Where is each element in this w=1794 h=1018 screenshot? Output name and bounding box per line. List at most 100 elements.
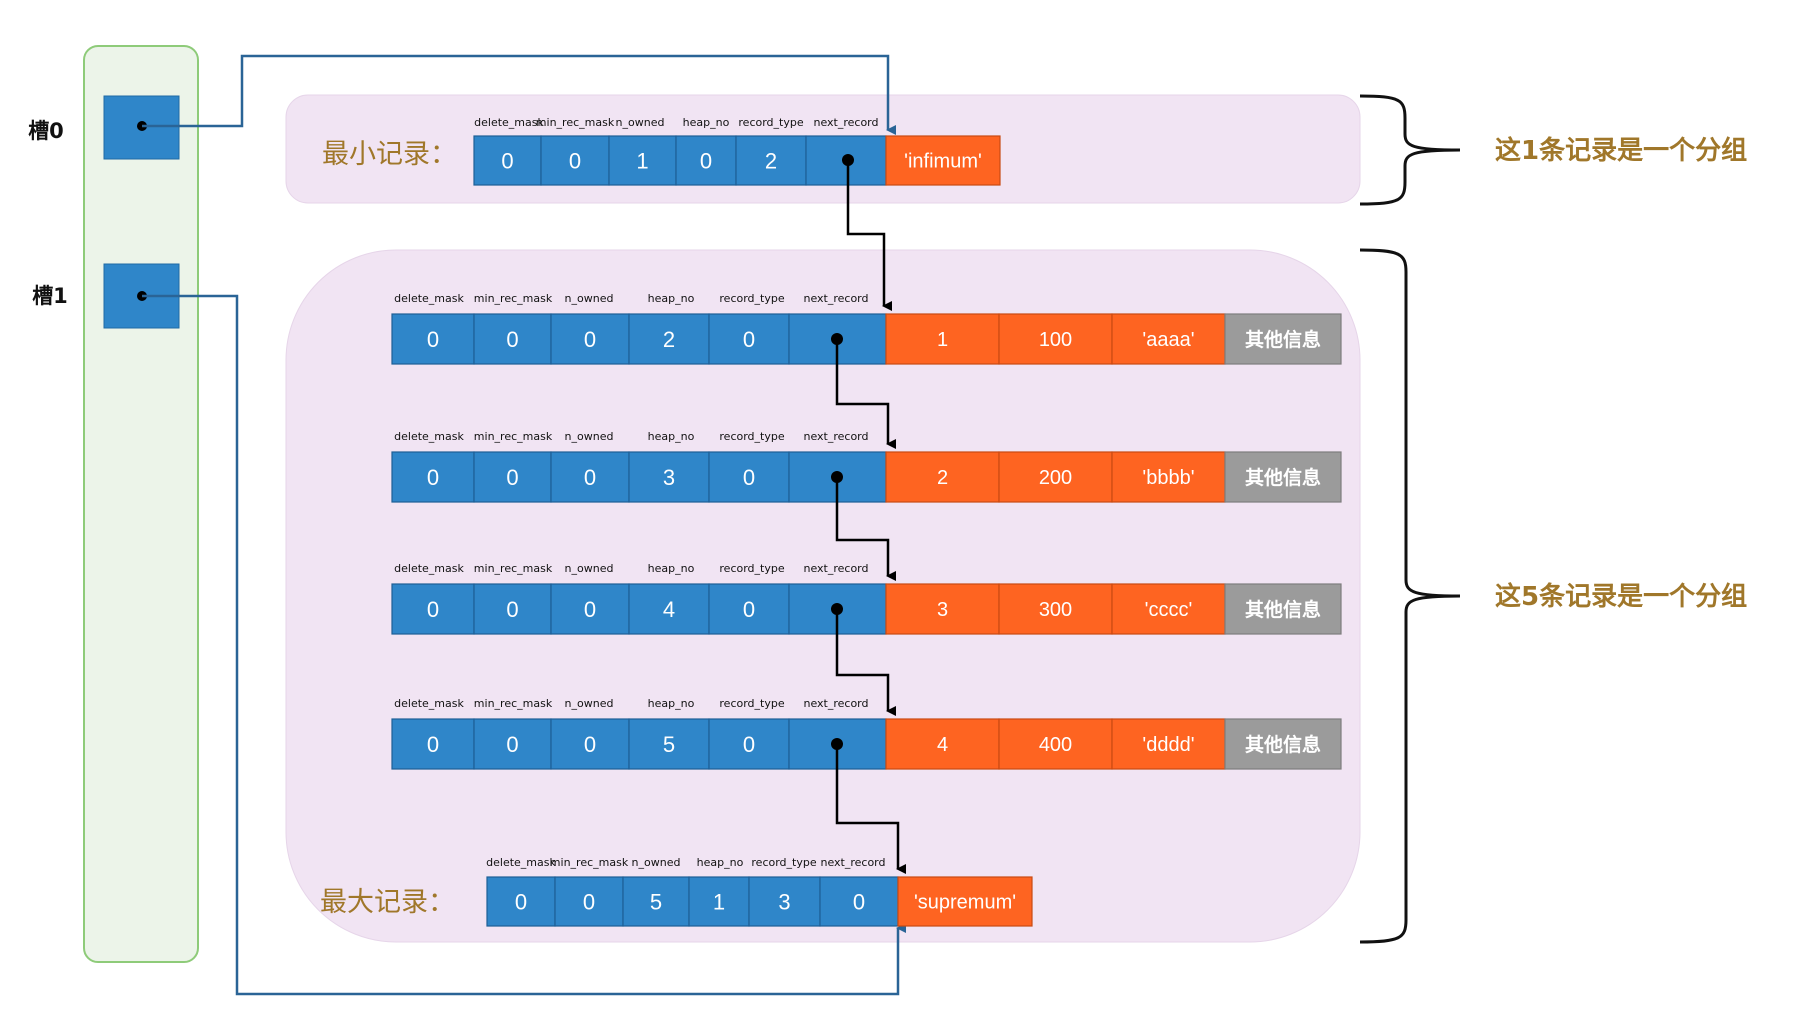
user-record-1-value: 0 [427,327,439,352]
user-record-2-header-delete-mask: delete_mask [394,430,464,443]
max-record-cell [748,876,821,927]
user-record-3-field-record-type: 0 [708,583,790,635]
user-record-1-header-heap-no: heap_no [648,292,695,305]
user-record-1-field-n-owned: 0 [550,313,630,365]
user-record-2-header-heap-no: heap_no [648,430,695,443]
user-record-4-header-delete-mask: delete_mask [394,697,464,710]
user-record-3-data-value: 3 [937,599,948,621]
max-record-field-min-rec-mask: 0 [554,876,624,927]
user-record-3-value: 0 [584,597,596,622]
user-record-1-cell [391,313,475,365]
user-record-4-header-next-record: next_record [803,697,868,710]
user-record-2-header-record-type: record_type [719,430,784,443]
slot-0-label: 槽0 [28,119,64,143]
min-record-cell [805,135,887,186]
user-record-3-data-value: 300 [1039,599,1072,621]
min-record-field-n-owned: 1 [608,135,677,186]
max-record-field-delete-mask: 0 [486,876,556,927]
user-record-3-header-next-record: next_record [803,562,868,575]
user-record-2-data-value: 2 [937,467,948,489]
user-record-1-cell [473,313,552,365]
max-record-data-cell [897,876,1033,927]
max-record-value: 3 [778,890,790,915]
user-record-4-value: 0 [743,732,755,757]
user-record-3-data-value: 'cccc' [1145,599,1193,621]
group-2-brace-label: 这5条记录是一个分组 [1495,581,1747,612]
max-record-value: 0 [853,890,865,915]
user-record-2-data-cell [998,451,1113,503]
max-record-cell [486,876,556,927]
min-record-field-min-rec-mask: 0 [540,135,610,186]
max-record-cell [622,876,690,927]
user-record-3-field-min-rec-mask: 0 [473,583,552,635]
next-record-chain [835,160,906,874]
user-record-4-field-record-type: 0 [708,718,790,770]
user-record-3-cell [391,583,475,635]
user-record-1-header-next-record: next_record [803,292,868,305]
user-record-4-value: 0 [506,732,518,757]
user-record-1-field-record-type: 0 [708,313,790,365]
min-record-value: 0 [569,149,581,174]
user-record-1-data-value: 'aaaa' [1142,329,1194,351]
slot-1-label: 槽1 [32,284,68,308]
user-record-4-cell [628,718,710,770]
min-record-label: 最小记录： [322,139,457,170]
user-record-2-header-next-record: next_record [803,430,868,443]
user-record-1-field-min-rec-mask: 0 [473,313,552,365]
user-record-3-data-cell [885,583,1000,635]
min-record-value: 2 [765,149,777,174]
user-record-2-value: 0 [506,465,518,490]
user-record-4-header-n-owned: n_owned [565,697,614,710]
user-record-3-header-n-owned: n_owned [565,562,614,575]
user-record-2-field-heap-no: 3 [628,451,710,503]
max-record-header-n-owned: n_owned [632,856,681,869]
max-record-header-heap-no: heap_no [697,856,744,869]
max-record-value: 0 [515,890,527,915]
max-record-field-record-type: 3 [748,876,821,927]
max-record-value: 5 [650,890,662,915]
min-record-cell [735,135,807,186]
user-record-4-data-value: 'dddd' [1142,734,1194,756]
max-record-header-record-type: record_type [751,856,816,869]
min-record-data-value: 'infimum' [904,151,982,173]
min-record-field-record-type: 2 [735,135,807,186]
slot-0-box[interactable] [103,95,180,160]
user-record-1-value: 0 [743,327,755,352]
user-record-4-extra-label: 其他信息 [1245,733,1321,756]
user-record-3-cell [473,583,552,635]
user-record-1-data-value: 1 [937,329,948,351]
user-record-2-data-value: 'bbbb' [1142,467,1194,489]
user-record-3-value: 0 [506,597,518,622]
user-record-4-cell [473,718,552,770]
user-record-4-cell [550,718,630,770]
user-record-4-value: 0 [584,732,596,757]
min-record-value: 0 [700,149,712,174]
user-record-1-value: 2 [663,327,675,352]
user-record-1-value: 0 [506,327,518,352]
max-record-data-value: 'supremum' [914,892,1016,914]
max-record-field-n-owned: 5 [622,876,690,927]
user-record-4-field-heap-no: 5 [628,718,710,770]
max-record-cell [554,876,624,927]
min-record-value: 0 [501,149,513,174]
user-record-2-field-record-type: 0 [708,451,790,503]
min-record-cell [473,135,542,186]
user-record-2-value: 0 [743,465,755,490]
max-record-field-heap-no: 1 [688,876,750,927]
user-record-3-header-record-type: record_type [719,562,784,575]
user-record-2-cell [550,451,630,503]
next-record-arrow-1 [846,160,892,311]
user-record-2-value: 0 [427,465,439,490]
min-record-header-min-rec-mask: min_rec_mask [536,116,615,129]
user-record-1-header-min-rec-mask: min_rec_mask [474,292,553,305]
min-record-field-heap-no: 0 [675,135,737,186]
page-directory-slots-panel [83,45,199,963]
next-record-arrow-2 [835,339,896,449]
user-record-3-extra-label: 其他信息 [1245,598,1321,621]
max-record-value: 0 [583,890,595,915]
user-record-4-cell [708,718,790,770]
user-record-4-field-n-owned: 0 [550,718,630,770]
max-record-cell [688,876,750,927]
